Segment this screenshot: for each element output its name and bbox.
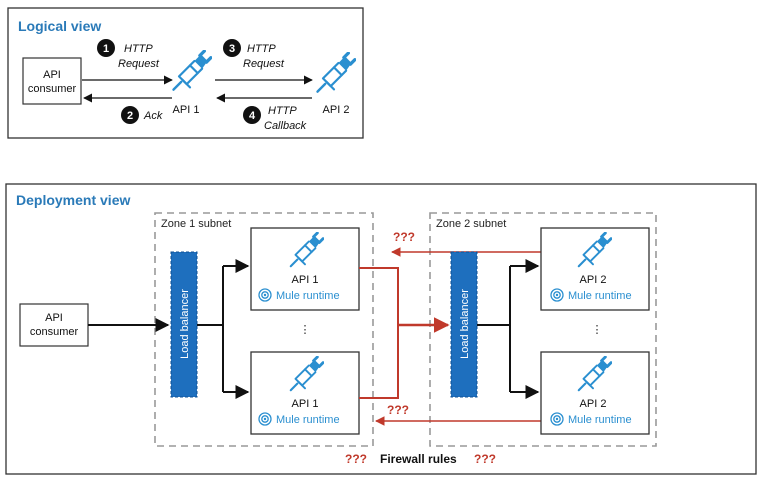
logical-view-panel: Logical view API consumer API 1 API 2 1 … bbox=[7, 7, 364, 139]
api1-top-to-lb2-link bbox=[359, 267, 399, 325]
step-3-number: 3 bbox=[229, 43, 235, 55]
api2-bottom-mule-label: Mule runtime bbox=[568, 414, 632, 426]
logical-api2-label: API 2 bbox=[323, 104, 350, 116]
api1-node-top bbox=[250, 227, 360, 311]
firewall-rules-label: Firewall rules bbox=[380, 452, 457, 466]
api1-bottom-mule-label: Mule runtime bbox=[276, 414, 340, 426]
api2-node-bottom bbox=[540, 351, 650, 435]
deploy-api-consumer-label-2: consumer bbox=[30, 326, 79, 338]
step-4-line1: HTTP bbox=[268, 105, 297, 117]
zone-1-subnet bbox=[154, 212, 374, 447]
step-1-line2: Request bbox=[118, 58, 160, 70]
api1-bottom-label: API 1 bbox=[292, 398, 319, 410]
logical-view-title: Logical view bbox=[18, 18, 101, 34]
step-4-line2: Callback bbox=[264, 120, 307, 132]
api1-dots: ⋮ bbox=[300, 324, 311, 336]
api1-top-label: API 1 bbox=[292, 274, 319, 286]
deployment-view-panel: Deployment view Zone 1 subnet Zone 2 sub… bbox=[5, 183, 757, 475]
callback-unknown-top: ??? bbox=[393, 230, 415, 244]
deployment-view-title: Deployment view bbox=[16, 192, 130, 208]
step-4-number: 4 bbox=[249, 110, 256, 122]
deploy-api-consumer-label-1: API bbox=[45, 312, 63, 324]
zone-1-label: Zone 1 subnet bbox=[161, 218, 231, 230]
api2-top-mule-label: Mule runtime bbox=[568, 290, 632, 302]
api2-node-top bbox=[540, 227, 650, 311]
logical-api-consumer-box bbox=[22, 57, 82, 105]
api2-dots: ⋮ bbox=[592, 324, 603, 336]
firewall-unknown-right: ??? bbox=[474, 452, 496, 466]
step-4-badge bbox=[243, 106, 261, 124]
api1-node-bottom bbox=[250, 351, 360, 435]
callback-unknown-bottom: ??? bbox=[387, 403, 409, 417]
api2-top-label: API 2 bbox=[580, 274, 607, 286]
load-balancer-2-label: Load balancer bbox=[459, 289, 471, 359]
zone-2-label: Zone 2 subnet bbox=[436, 218, 506, 230]
load-balancer-1-label: Load balancer bbox=[179, 289, 191, 359]
logical-api1-label: API 1 bbox=[173, 104, 200, 116]
logical-api-consumer-label-1: API bbox=[43, 69, 61, 81]
logical-api-consumer-label-2: consumer bbox=[28, 83, 77, 95]
step-2-badge bbox=[121, 106, 139, 124]
api2-bottom-label: API 2 bbox=[580, 398, 607, 410]
step-3-line2: Request bbox=[243, 58, 285, 70]
step-1-number: 1 bbox=[103, 43, 109, 55]
step-3-line1: HTTP bbox=[247, 43, 276, 55]
api1-top-mule-label: Mule runtime bbox=[276, 290, 340, 302]
load-balancer-1 bbox=[170, 251, 198, 398]
step-3-badge bbox=[223, 39, 241, 57]
load-balancer-2 bbox=[450, 251, 478, 398]
firewall-unknown-left: ??? bbox=[345, 452, 367, 466]
step-2-line1: Ack bbox=[143, 110, 163, 122]
api1-bottom-to-lb2-link bbox=[359, 325, 399, 399]
deploy-api-consumer-box bbox=[19, 303, 89, 347]
step-2-number: 2 bbox=[127, 110, 133, 122]
zone-2-subnet bbox=[429, 212, 657, 447]
step-1-line1: HTTP bbox=[124, 43, 153, 55]
step-1-badge bbox=[97, 39, 115, 57]
